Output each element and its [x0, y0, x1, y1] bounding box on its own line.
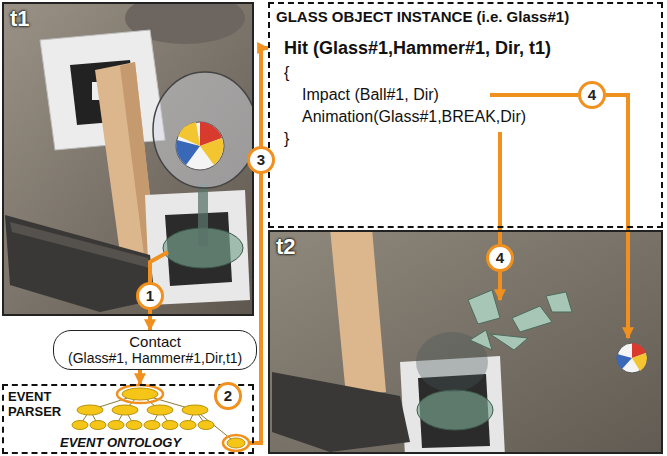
glass-bowl	[153, 72, 254, 188]
code-statement: Impact (Ball#1, Dir)	[302, 86, 439, 104]
ball-segment	[617, 354, 632, 369]
leader-line	[498, 272, 502, 300]
photo-panel: t1	[2, 2, 254, 316]
object-instance-box: GLASS OBJECT INSTANCE (i.e. Glass#1) Hit …	[268, 2, 663, 228]
callout-number: 4	[486, 244, 514, 272]
flow-arrow	[254, 48, 268, 443]
ontology-node	[198, 421, 214, 430]
code-statement: Animation(Glass#1,BREAK,Dir)	[302, 108, 526, 126]
method-signature: Hit (Glass#1,Hammer#1, Dir, t1)	[284, 38, 551, 58]
ball	[176, 122, 224, 170]
highlight-ring	[223, 435, 249, 451]
photo-t2	[268, 230, 663, 454]
leader-line	[606, 95, 628, 338]
hammer-head	[5, 215, 155, 312]
ball-segment	[632, 353, 647, 371]
ontology-node	[162, 421, 178, 430]
time-label: t2	[276, 234, 296, 260]
panel-heading: EVENT PARSER	[8, 389, 70, 419]
ontology-node	[77, 405, 103, 415]
ontology-node	[72, 421, 88, 430]
ontology-node	[108, 421, 124, 430]
code-brace: }	[284, 130, 289, 148]
photo-t1	[2, 2, 254, 316]
ontology-node	[90, 421, 106, 430]
ball-segment	[178, 122, 200, 146]
hammer-handle	[330, 230, 386, 396]
ontology-node	[144, 421, 160, 430]
glass-shard	[512, 306, 552, 332]
event-box: Contact(Glass#1, Hammer#1,Dir,t1)	[53, 330, 257, 370]
photo-panel: t2	[268, 230, 663, 454]
leader-line	[490, 93, 578, 97]
hammer-head-edge	[10, 222, 150, 268]
glass-shard	[490, 334, 528, 350]
ontology-node	[126, 421, 142, 430]
tree-branch	[195, 410, 236, 443]
callout-number: 4	[578, 81, 606, 109]
ontology-node	[147, 405, 173, 415]
ontology-node	[180, 421, 196, 430]
callout-number: 2	[214, 382, 242, 410]
callout-number: 1	[136, 282, 164, 310]
glass-shard	[470, 330, 492, 350]
ontology-node	[112, 405, 138, 415]
event-name: Contact	[68, 333, 242, 350]
hammer-head	[272, 372, 410, 452]
event-arguments: (Glass#1, Hammer#1,Dir,t1)	[68, 350, 242, 367]
glass-stem	[198, 184, 208, 246]
desk-ground	[268, 230, 663, 454]
glass-base	[417, 390, 493, 430]
callout-number: 3	[247, 146, 275, 174]
ontology-node	[227, 438, 245, 448]
ontology-node	[182, 405, 208, 415]
time-label: t1	[10, 6, 30, 32]
glass-shard	[468, 290, 500, 324]
desk-ground	[2, 2, 254, 316]
highlight-ring	[117, 385, 163, 403]
ontology-caption: EVENT ONTOLOGY	[60, 435, 181, 450]
flow-arrow	[138, 370, 142, 384]
flow-arrow	[148, 316, 152, 330]
code-brace: {	[284, 64, 289, 82]
ontology-node	[122, 388, 158, 400]
ball-segment	[200, 138, 223, 165]
panel-heading: GLASS OBJECT INSTANCE (i.e. Glass#1)	[276, 8, 569, 26]
glass-shard	[546, 292, 572, 312]
ball	[617, 343, 647, 373]
